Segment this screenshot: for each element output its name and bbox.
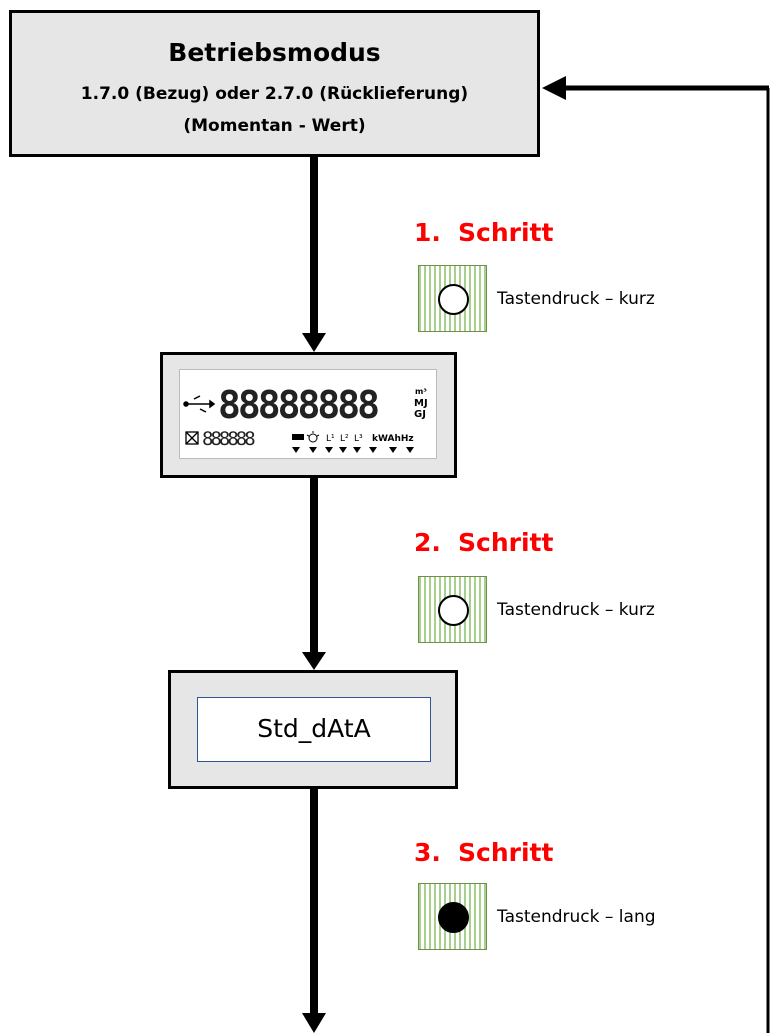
- step-2-number: 2.: [414, 528, 441, 557]
- lcd-screen: 88888888 m³ MJ GJ 888888 L¹ L²: [179, 369, 437, 459]
- step-2-heading: 2. Schritt: [414, 528, 553, 557]
- phase-l2: L²: [340, 434, 349, 444]
- mode-title: Betriebsmodus: [168, 38, 381, 67]
- step-1-button-label: Tastendruck – kurz: [497, 289, 655, 309]
- arrowhead-to-lcd: [302, 333, 326, 352]
- step-3-heading: 3. Schritt: [414, 838, 553, 867]
- phase-l1: L¹: [326, 434, 335, 444]
- battery-icon: [292, 434, 304, 440]
- button-short-press-1: [418, 265, 487, 332]
- lcd-small-digits: 888888: [202, 428, 255, 450]
- indicator-triangle-8: [406, 447, 414, 453]
- indicator-triangle-6: [369, 447, 377, 453]
- step-1-label: Schritt: [458, 218, 554, 247]
- operating-mode-box: Betriebsmodus 1.7.0 (Bezug) oder 2.7.0 (…: [9, 10, 540, 157]
- step-2-label: Schritt: [458, 528, 554, 557]
- button-long-press: [418, 883, 487, 950]
- indicator-triangle-3: [325, 447, 333, 453]
- std-data-box: Std_dAtA: [168, 670, 458, 789]
- indicator-triangle-2: [309, 447, 317, 453]
- step-1-number: 1.: [414, 218, 441, 247]
- step-3-label: Schritt: [458, 838, 554, 867]
- mode-codes: 1.7.0 (Bezug) oder 2.7.0 (Rücklieferung): [80, 84, 469, 104]
- indicator-triangle-7: [389, 447, 397, 453]
- unit-row: kWAhHz: [372, 434, 414, 444]
- lcd-segments: 88888888 m³ MJ GJ 888888 L¹ L²: [183, 383, 428, 453]
- comm-arrows-icon: [183, 395, 216, 413]
- indicator-triangle-1: [292, 447, 300, 453]
- phase-l3: L³: [354, 434, 363, 444]
- step-3-number: 3.: [414, 838, 441, 867]
- step-1-heading: 1. Schritt: [414, 218, 553, 247]
- indicator-triangle-4: [339, 447, 347, 453]
- step-3-button-label: Tastendruck – lang: [497, 907, 656, 927]
- arrowhead-return: [542, 76, 566, 100]
- arrowhead-to-std: [302, 652, 326, 670]
- unit-m3: m³: [415, 387, 427, 396]
- filled-circle-icon: [437, 901, 469, 933]
- button-short-press-2: [418, 576, 487, 643]
- indicator-triangles: [292, 447, 414, 453]
- unit-mj: MJ: [414, 398, 428, 409]
- hollow-circle-icon: [437, 594, 469, 626]
- alarm-bulb-icon: [306, 431, 320, 443]
- unit-gj: GJ: [414, 409, 426, 420]
- indicator-triangle-5: [353, 447, 361, 453]
- hollow-circle-icon: [437, 283, 469, 315]
- mode-value-type: (Momentan - Wert): [183, 116, 366, 136]
- arrowhead-bottom: [302, 1013, 326, 1033]
- lcd-display-box: 88888888 m³ MJ GJ 888888 L¹ L²: [160, 352, 457, 478]
- std-data-display: Std_dAtA: [197, 697, 431, 762]
- lcd-main-digits: 88888888: [218, 383, 378, 427]
- crossed-box-icon: [185, 431, 199, 445]
- step-2-button-label: Tastendruck – kurz: [497, 600, 655, 620]
